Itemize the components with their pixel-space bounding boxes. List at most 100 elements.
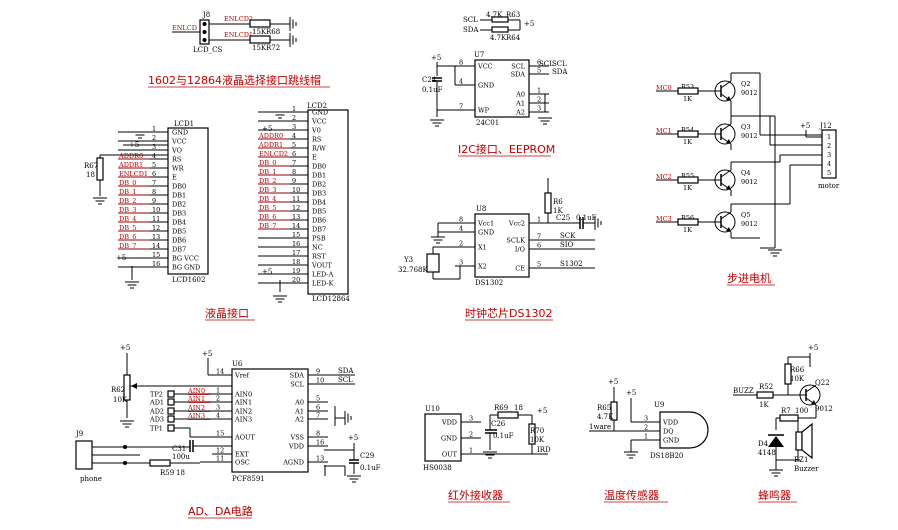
lcd12864-pin-num: 17 bbox=[292, 249, 300, 257]
temp-rv: 4.7K bbox=[597, 413, 614, 421]
lcd1602-pin-num: 2 bbox=[152, 134, 156, 142]
eeprom-pin-name: SDA bbox=[511, 71, 526, 79]
eeprom-pin-name: A0 bbox=[515, 91, 525, 99]
eeprom-pin-num: 4 bbox=[459, 78, 463, 86]
pcf8591-pin-num: 1 bbox=[216, 387, 220, 395]
lcd12864-pin-name: V0 bbox=[311, 127, 321, 135]
stepper-res-val: 1K bbox=[683, 184, 692, 192]
ds1302-pin-name: X1 bbox=[478, 244, 487, 252]
lcd12864-net: DB_5 bbox=[259, 204, 276, 212]
pcf8591-pin-num: 11 bbox=[216, 455, 224, 463]
eeprom-block: SCL SDA 4.7K R63 4.7K R64 +5 U7 24C01 VC… bbox=[422, 11, 568, 157]
stepper-conn-pin: 3 bbox=[827, 151, 831, 159]
lcd12864-net: DB_2 bbox=[259, 177, 276, 185]
eeprom-scl-out: SCL bbox=[539, 60, 554, 68]
lcd1602-pin-name: DB0 bbox=[172, 183, 186, 191]
pcf8591-pin-num: 5 bbox=[316, 395, 320, 403]
temp-pin-name: DQ bbox=[663, 428, 674, 436]
jumper-net: ENLCD bbox=[172, 24, 197, 32]
lcd12864-pin-num: 9 bbox=[292, 177, 296, 185]
lcd1602-net: ADDR0 bbox=[118, 152, 143, 160]
title-stepper: 步进电机 bbox=[727, 271, 771, 285]
stepper-net: MC1 bbox=[656, 127, 672, 135]
ds1302-pin-num: 1 bbox=[537, 216, 541, 224]
buzzer-vcc: +5 bbox=[808, 344, 818, 352]
ds1302-capv: 0.1uF bbox=[576, 214, 597, 222]
lcd12864-pin-num: 7 bbox=[292, 159, 296, 167]
lcd12864-pin-name: DB4 bbox=[312, 199, 326, 207]
ir-part: HS0038 bbox=[423, 464, 452, 472]
ds1302-pin-num: 3 bbox=[459, 259, 463, 267]
lcd1602-net: DB_4 bbox=[119, 215, 136, 223]
pcf8591-pin-num: 10 bbox=[316, 377, 324, 385]
ir-module bbox=[424, 413, 462, 462]
lcd12864-net: ADDR0 bbox=[258, 132, 283, 140]
lcd1602-block: LCD1 LCD1602 GND1VCC2VO3RS4ADDR0WR5ADDR1… bbox=[84, 120, 209, 289]
stepper-net: MC2 bbox=[656, 173, 672, 181]
eeprom-part: 24C01 bbox=[476, 119, 499, 127]
buzzer-r66: R66 bbox=[790, 366, 805, 374]
temp-net: 1ware bbox=[589, 423, 611, 431]
ir-pin-num: 2 bbox=[469, 431, 473, 439]
temp-pin-num: 1 bbox=[644, 433, 648, 441]
pcf-cap: C31 bbox=[172, 445, 186, 453]
temp-vcc: +5 bbox=[608, 378, 618, 386]
pcf-scl-net: SCL bbox=[338, 376, 353, 384]
buzzer-transistor bbox=[799, 384, 821, 406]
stepper-transistor bbox=[714, 211, 736, 233]
pcf-tp: TP2 bbox=[150, 391, 163, 399]
eeprom-sda-net: SDA bbox=[463, 26, 479, 34]
lcd12864-pin-num: 12 bbox=[292, 204, 300, 212]
ds1302-pin-name: GND bbox=[478, 229, 494, 237]
ds1302-rv: 1K bbox=[553, 207, 563, 215]
ds1302-sck: SCK bbox=[560, 232, 576, 240]
ds1302-ref: U8 bbox=[476, 205, 486, 213]
ir-pin-name: VDD bbox=[441, 419, 457, 427]
lcd12864-pin-name: DB3 bbox=[312, 190, 326, 198]
lcd12864-pin-name: RS bbox=[312, 136, 321, 144]
lcd12864-pin-num: 14 bbox=[292, 222, 300, 230]
pcf8591-pin-num: 14 bbox=[216, 368, 224, 376]
lcd12864-net: ENLCD2 bbox=[259, 150, 288, 158]
temp-pin-name: VDD bbox=[662, 419, 678, 427]
stepper-res-val: 1K bbox=[683, 138, 692, 146]
lcd1602-pin-name: DB6 bbox=[172, 237, 186, 245]
ds1302-pin-name: CE bbox=[515, 265, 525, 273]
pcf8591-pin-name: VSS bbox=[290, 434, 305, 442]
pcf8591-pin-name: AIN0 bbox=[234, 391, 252, 399]
pcf-part: PCF8591 bbox=[232, 475, 265, 483]
lcd12864-net: DB_4 bbox=[259, 195, 276, 203]
pcf8591-pin-num: 16 bbox=[316, 439, 324, 447]
lcd12864-pin-num: 20 bbox=[292, 276, 300, 284]
pcf8591-pin-name: Vref bbox=[234, 372, 250, 380]
pcf8591-pin-name: VDD bbox=[288, 443, 304, 451]
pcf-c29vcc: +5 bbox=[348, 434, 358, 442]
lcd1602-net: DB_6 bbox=[119, 233, 136, 241]
lcd12864-pin-num: 10 bbox=[292, 186, 300, 194]
lcd12864-pin-name: DB0 bbox=[312, 163, 326, 171]
title-lcd: 液晶接口 bbox=[205, 306, 249, 320]
stepper-qt: 9012 bbox=[741, 178, 758, 186]
jumper-r1: 15K bbox=[252, 28, 267, 36]
lcd1602-net: ENLCD1 bbox=[119, 170, 148, 178]
ir-r70v: 10K bbox=[530, 436, 545, 444]
ir-ref: U10 bbox=[425, 405, 440, 413]
lcd1602-pin-num: 1 bbox=[152, 125, 156, 133]
eeprom-scl-net: SCL bbox=[463, 16, 478, 24]
pcf-chip bbox=[231, 368, 309, 473]
jumper-net2: ENLCD1 bbox=[224, 31, 253, 39]
stepper-conn-pin: 4 bbox=[827, 160, 831, 168]
stepper-res bbox=[677, 130, 699, 138]
eeprom-chip bbox=[474, 59, 530, 118]
pcf8591-pin-num: 6 bbox=[316, 404, 320, 412]
pcf8591-pin-name: SDA bbox=[290, 372, 305, 380]
lcd1602-pin-name: DB3 bbox=[172, 210, 186, 218]
lcd1602-pin-num: 12 bbox=[152, 224, 160, 232]
pcf8591-pin-name: OSC bbox=[235, 459, 250, 467]
lcd12864-pin-name: LED-A bbox=[312, 271, 334, 279]
temp-pin-num: 3 bbox=[644, 415, 648, 423]
lcd1602-pin-num: 13 bbox=[152, 233, 160, 241]
ir-pin-num: 1 bbox=[469, 447, 473, 455]
